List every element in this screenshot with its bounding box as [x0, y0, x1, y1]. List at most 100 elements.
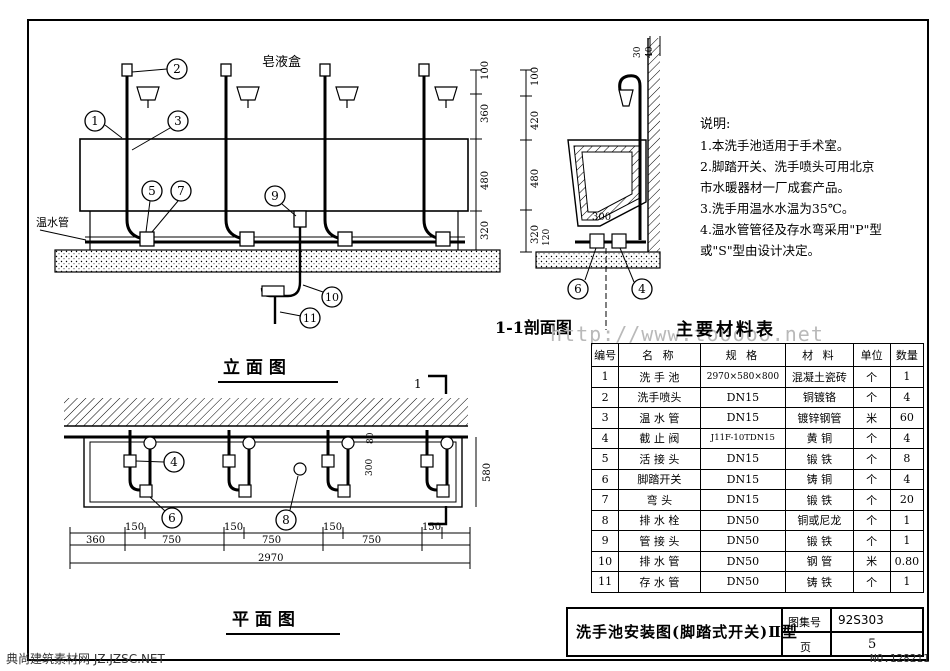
plan-dim-150-c: 150 — [323, 522, 342, 533]
plan-dim-750-c: 750 — [362, 535, 381, 546]
atlas-number: 92S303 — [838, 613, 884, 627]
cell: 4 — [889, 386, 925, 408]
plan-callout-8: 8 — [282, 513, 290, 527]
elev-callout-1: 1 — [91, 114, 99, 128]
soap-box-label: 皂液盒 — [262, 54, 301, 70]
cell: 排 水 栓 — [618, 509, 701, 531]
cell: 60 — [889, 407, 925, 429]
section-title: 1-1剖面图 — [495, 318, 572, 337]
cell: 4 — [889, 427, 925, 449]
note-line: 市水暖器材一厂成套产品。 — [700, 180, 851, 195]
bom-header: 单位 — [852, 343, 891, 367]
elev-dim-0: 100 — [480, 61, 491, 80]
cell: 3 — [590, 407, 620, 429]
cell: 存 水 管 — [618, 571, 701, 593]
cell: 锻 铁 — [785, 448, 854, 470]
cell: 4 — [590, 427, 620, 449]
plan-view: 1 4 6 8 580 300 80 150 150 150 150 — [64, 374, 493, 635]
plan-dim-150-b: 150 — [224, 522, 243, 533]
elev-callout-7: 7 — [177, 184, 185, 198]
cell: 6 — [590, 468, 620, 490]
cell: 2 — [590, 386, 620, 408]
notes-heading: 说明: — [700, 117, 731, 132]
cell: 个 — [852, 571, 891, 593]
cell: 弯 头 — [618, 489, 701, 511]
note-line: 1.本洗手池适用于手术室。 — [700, 138, 850, 153]
page-number: 5 — [868, 637, 877, 652]
cell: 锻 铁 — [785, 489, 854, 511]
elev-dim-1: 360 — [480, 104, 491, 123]
cell: 2970×580×800 — [699, 366, 787, 388]
cell: 1 — [889, 366, 925, 388]
cell: DN50 — [699, 530, 787, 552]
bom-title: 主要材料表 — [676, 320, 776, 340]
cell: 个 — [852, 448, 891, 470]
sec-callout-6: 6 — [574, 282, 582, 296]
bom-header: 编号 — [590, 343, 620, 367]
elev-callout-10: 10 — [325, 291, 339, 304]
cell: DN15 — [699, 386, 787, 408]
plan-dim-750-a: 750 — [162, 535, 181, 546]
cell: 洗手喷头 — [618, 386, 701, 408]
cell: 温 水 管 — [618, 407, 701, 429]
sec-dim-300: 300 — [592, 212, 611, 223]
cell: 洗 手 池 — [618, 366, 701, 388]
cell: 个 — [852, 530, 891, 552]
bom-header: 数量 — [889, 343, 925, 367]
sec-dim-420: 420 — [530, 111, 541, 130]
cell: 1 — [889, 571, 925, 593]
footer-number: NO.128211 — [870, 652, 930, 665]
cell: 镀锌钢管 — [785, 407, 854, 429]
plan-section-mark: 1 — [414, 377, 422, 391]
cell: 11 — [590, 571, 620, 593]
cell: 排 水 管 — [618, 550, 701, 572]
cell: 9 — [590, 530, 620, 552]
plan-dim-300: 300 — [365, 459, 375, 476]
sec-callout-4: 4 — [638, 282, 646, 296]
elevation-title: 立 面 图 — [223, 357, 286, 378]
cell: DN15 — [699, 448, 787, 470]
drawing-title: 洗手池安装图(脚踏式开关)Ⅱ型 — [576, 623, 798, 641]
cell: DN15 — [699, 407, 787, 429]
sec-dim-40: 40 — [645, 46, 655, 58]
cell: 管 接 头 — [618, 530, 701, 552]
cell: 个 — [852, 509, 891, 531]
cell: 1 — [889, 509, 925, 531]
plan-dim-580: 580 — [482, 463, 493, 482]
title-block: 洗手池安装图(脚踏式开关)Ⅱ型 图集号 92S303 页 5 — [566, 607, 924, 657]
sheet-border — [27, 19, 929, 661]
footer-site: 典尚建筑素材网 JZ.JZSC.NET — [6, 652, 165, 666]
plan-dim-80: 80 — [366, 432, 376, 444]
cell: 钢 管 — [785, 550, 854, 572]
cell: 5 — [590, 448, 620, 470]
note-line: 4.温水管管径及存水弯采用"P"型 — [700, 222, 882, 237]
elev-callout-11: 11 — [303, 312, 317, 325]
cell: 10 — [590, 550, 620, 572]
plan-dim-360: 360 — [86, 535, 105, 546]
cell: 米 — [852, 407, 891, 429]
cell: 4 — [889, 468, 925, 490]
cell: 1 — [889, 530, 925, 552]
plan-dim-total: 2970 — [258, 553, 283, 564]
cell: 8 — [889, 448, 925, 470]
cell: 8 — [590, 509, 620, 531]
cell: 锻 铁 — [785, 530, 854, 552]
plan-dim-750-b: 750 — [262, 535, 281, 546]
elev-dim-2: 480 — [480, 171, 491, 190]
cell: DN15 — [699, 468, 787, 490]
cell: 1 — [590, 366, 620, 388]
atlas-label: 图集号 — [788, 616, 821, 629]
cell: 个 — [852, 468, 891, 490]
cell: 个 — [852, 489, 891, 511]
